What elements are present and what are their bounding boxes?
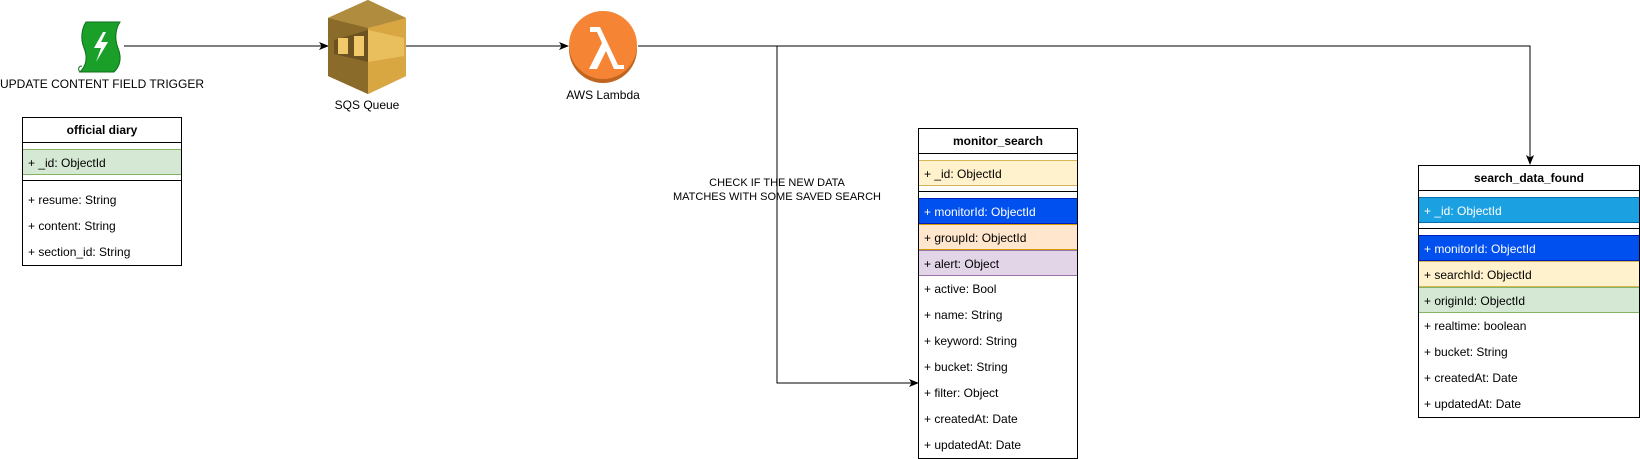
script-trigger-icon xyxy=(78,21,121,73)
trigger-label: UPDATE CONTENT FIELD TRIGGER xyxy=(0,77,205,91)
field-filter: + filter: Object xyxy=(924,386,999,400)
entity-title: search_data_found xyxy=(1419,166,1639,191)
field-bucket: + bucket: String xyxy=(1424,345,1508,359)
field-active: + active: Bool xyxy=(924,282,997,296)
field-updated-at: + updatedAt: Date xyxy=(924,438,1022,452)
lambda-label: AWS Lambda xyxy=(566,88,640,102)
aws-sqs-icon xyxy=(328,0,406,94)
field-created-at: + createdAt: Date xyxy=(924,412,1018,426)
primary-key-field: + _id: ObjectId xyxy=(23,149,181,175)
primary-key-field: + _id: ObjectId xyxy=(919,160,1077,186)
field-name: + name: String xyxy=(924,308,1003,322)
field-keyword: + keyword: String xyxy=(924,334,1018,348)
divider xyxy=(1419,223,1639,229)
field-search-id: + searchId: ObjectId xyxy=(1419,261,1639,287)
entity-title: monitor_search xyxy=(919,129,1077,154)
check-annotation: CHECK IF THE NEW DATA MATCHES WITH SOME … xyxy=(660,176,894,204)
divider xyxy=(23,175,181,181)
primary-key-field: + _id: ObjectId xyxy=(1419,197,1639,223)
divider xyxy=(919,186,1077,192)
annotation-line-1: CHECK IF THE NEW DATA xyxy=(709,177,845,189)
field-created-at: + createdAt: Date xyxy=(1424,371,1518,385)
field-bucket: + bucket: String xyxy=(924,360,1008,374)
entity-title: official diary xyxy=(23,118,181,143)
sqs-label: SQS Queue xyxy=(334,98,400,112)
arrow-lambda-to-monitor-search xyxy=(638,45,919,387)
field-origin-id: + originId: ObjectId xyxy=(1419,287,1639,313)
annotation-line-2: MATCHES WITH SOME SAVED SEARCH xyxy=(672,191,881,203)
field-group-id: + groupId: ObjectId xyxy=(919,224,1077,250)
field-section-id: + section_id: String xyxy=(28,245,131,259)
aws-lambda-icon xyxy=(569,11,637,83)
field-monitor-id: + monitorId: ObjectId xyxy=(1419,235,1639,261)
entity-official-diary: official diary + _id: ObjectId + resume:… xyxy=(22,117,182,266)
arrow-lambda-to-search-data-found xyxy=(638,45,1534,165)
field-realtime: + realtime: boolean xyxy=(1424,319,1527,333)
field-content: + content: String xyxy=(28,219,116,233)
field-resume: + resume: String xyxy=(28,193,117,207)
entity-search-data-found: search_data_found + _id: ObjectId + moni… xyxy=(1418,165,1640,418)
field-updated-at: + updatedAt: Date xyxy=(1424,397,1522,411)
entity-monitor-search: monitor_search + _id: ObjectId + monitor… xyxy=(918,128,1078,459)
field-monitor-id: + monitorId: ObjectId xyxy=(919,198,1077,224)
field-alert: + alert: Object xyxy=(919,250,1077,276)
